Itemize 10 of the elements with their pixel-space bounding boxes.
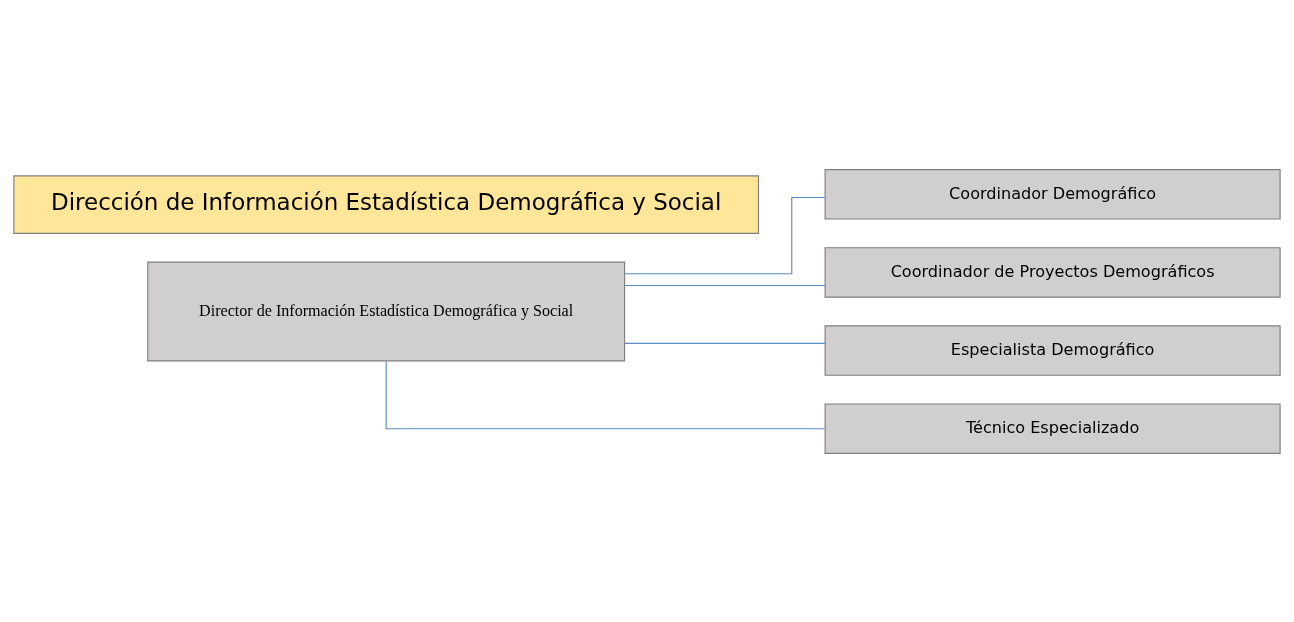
node-box: Coordinador Demográfico: [824, 168, 1281, 220]
connector: [624, 342, 826, 344]
connector: [624, 196, 826, 274]
node-box: Especialista Demográfico: [824, 324, 1281, 376]
connector: [624, 284, 826, 286]
node-box: Dirección de Información Estadística Demográfica y Social: [13, 174, 760, 234]
connector: [385, 360, 826, 429]
node-box: Director de Información Estadística Demográfica y Social: [147, 261, 626, 361]
node-box: Coordinador de Proyectos Demográficos: [824, 246, 1281, 298]
node-box: Técnico Especializado: [824, 402, 1281, 454]
